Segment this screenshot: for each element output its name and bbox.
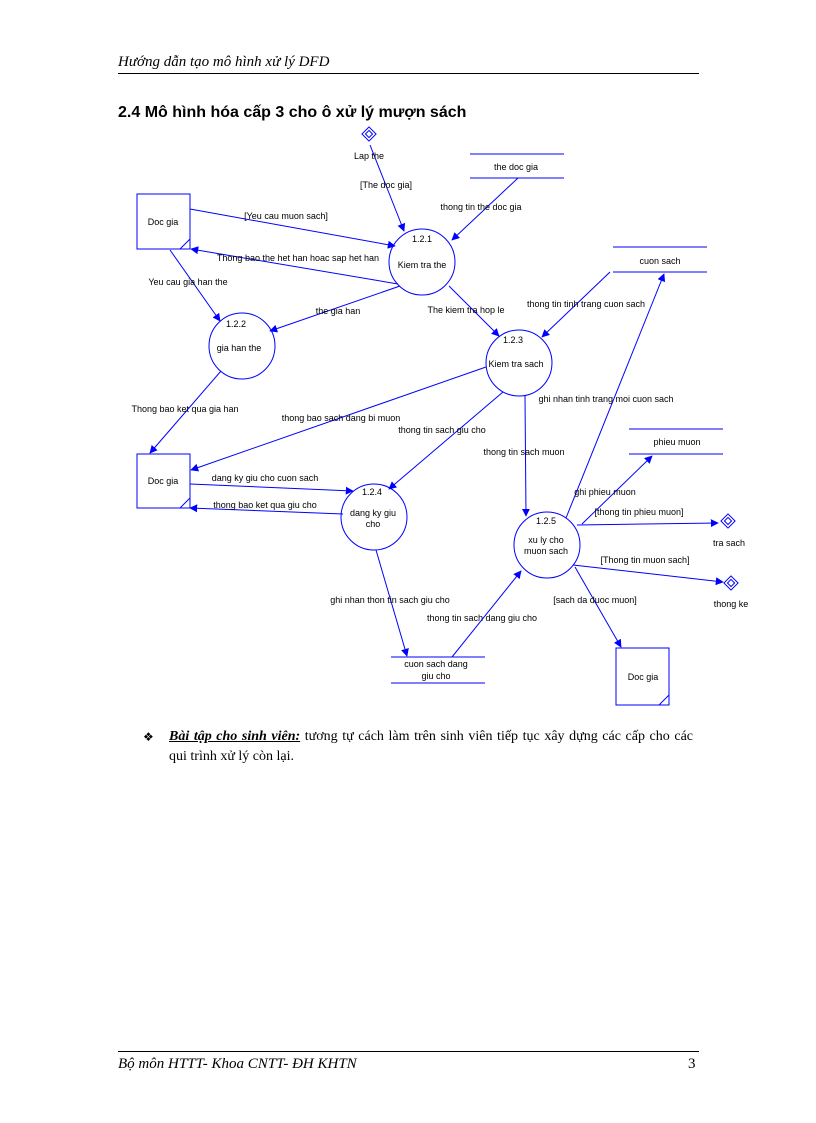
store-thedocgia-label: the doc gia (494, 162, 538, 172)
flow-sachdaduocmuon (574, 566, 622, 648)
entity-docgia-3 (615, 647, 670, 706)
flow-label-thedocgia: [The doc gia] (360, 180, 412, 190)
exercise-label: Bài tập cho sinh viên: (169, 729, 301, 744)
connector-thongke-icon (723, 575, 739, 591)
process-1-2-4 (340, 483, 408, 551)
flow-label-thongtinsachgiucho: thong tin sach giu cho (398, 425, 486, 435)
flow-thongbaosachdangbimuon (190, 366, 487, 472)
flow-yeucaumuonsach (189, 208, 396, 249)
flow-thegiahan (269, 285, 401, 333)
flow-thongtinsachdanggiucho (451, 570, 522, 658)
flow-thekiemtrahople (448, 285, 500, 337)
flow-label-thongtinphieumuon: [thong tin phieu muon] (594, 507, 683, 517)
store-cuonsachdanggiucho-label-line2: giu cho (421, 671, 450, 681)
process-1-2-4-name-line1: dang ky giu (350, 508, 396, 518)
flow-label-thongbaosachdangbimuon: thong bao sach dang bi muon (282, 413, 401, 423)
flow-label-dangkygiuchocuonsach: dang ky giu cho cuon sach (212, 473, 319, 483)
store-cuonsach-label: cuon sach (639, 256, 680, 266)
flow-thongtinsachmuon (521, 395, 530, 517)
flow-label-yeucaugiahanthe: Yeu cau gia han the (148, 277, 227, 287)
footer-rule (118, 1051, 699, 1052)
process-1-2-2-name: gia han the (217, 343, 262, 353)
flow-label-ghinhanthontinsachgiucho: ghi nhan thon tin sach giu cho (330, 595, 450, 605)
page-header-title: Hướng dẫn tạo mô hình xử lý DFD (118, 54, 330, 70)
store-phieumuon-label: phieu muon (653, 437, 700, 447)
entity-docgia-1-label: Doc gia (148, 217, 179, 227)
connector-trasach-label: tra sach (713, 538, 745, 548)
flow-yeucaugiahanthe (169, 249, 221, 322)
flow-label-ghiphieumuon: ghi phieu muon (574, 487, 636, 497)
entity-docgia-2 (136, 453, 191, 509)
process-1-2-5-id: 1.2.5 (536, 516, 556, 526)
flow-dangkygiuchocuonsach (189, 483, 354, 495)
flow-label-thongtinthedocgia: thong tin the doc gia (440, 202, 521, 212)
flow-label-sachdaduocmuon: [sach da duoc muon] (553, 595, 637, 605)
store-thedocgia (470, 153, 564, 179)
flow-label-thekiemtrahople: The kiem tra hop le (427, 305, 504, 315)
flow-label-yeucaumuonsach: [Yeu cau muon sach] (244, 211, 328, 221)
process-1-2-3 (485, 329, 553, 397)
process-1-2-4-name-line2: cho (366, 519, 381, 529)
connector-lapthe-icon (361, 126, 377, 142)
connector-lapthe-label: Lap the (354, 151, 384, 161)
flow-ghiphieumuon (581, 455, 653, 525)
exercise-body: Bài tập cho sinh viên: tương tự cách làm… (169, 727, 693, 767)
process-1-2-5-name-line1: xu ly cho (528, 535, 564, 545)
flow-ghinhantinhtrangmoicuonsach (565, 273, 666, 519)
exercise-paragraph: ❖ Bài tập cho sinh viên: tương tự cách l… (143, 727, 693, 767)
page-footer-text: Bộ môn HTTT- Khoa CNTT- ĐH KHTN (118, 1056, 357, 1072)
store-cuonsachdanggiucho-label-line1: cuon sach dang (404, 659, 468, 669)
flow-thongtinmuonsach (572, 564, 724, 586)
header-rule (118, 73, 699, 74)
flow-label-thongbaohethan: Thong bao the het han hoac sap het han (217, 253, 379, 263)
flow-label-thongtinsachmuon: thong tin sach muon (483, 447, 564, 457)
flow-label-thegiahan: the gia han (316, 306, 361, 316)
flow-thongtinsachgiucho (388, 391, 504, 490)
flow-thongtintinhtrangcuonsach (541, 271, 611, 338)
process-1-2-1-id: 1.2.1 (412, 234, 432, 244)
flow-thongbaoketquagiucho (189, 504, 344, 515)
flow-thongbaoketquagiahan (149, 370, 222, 454)
diamond-bullet-icon: ❖ (143, 730, 154, 744)
exercise-text: tương tự cách làm trên sinh viên tiếp tụ… (169, 729, 693, 764)
flow-label-ghinhantinhtrangmoicuonsach: ghi nhan tinh trang moi cuon sach (538, 394, 673, 404)
flow-thedocgia (369, 144, 406, 232)
section-title: 2.4 Mô hình hóa cấp 3 cho ô xử lý mượn s… (118, 104, 467, 121)
process-1-2-3-name: Kiem tra sach (488, 359, 543, 369)
process-1-2-1-name: Kiem tra the (398, 260, 447, 270)
process-1-2-5-name-line2: muon sach (524, 546, 568, 556)
store-cuonsach (613, 246, 707, 273)
flow-ghinhanthontinsachgiucho (375, 549, 409, 657)
flow-label-thongtinmuonsach: [Thong tin muon sach] (600, 555, 689, 565)
process-1-2-1 (388, 228, 456, 296)
connector-thongke-label: thong ke (714, 599, 749, 609)
flow-thongtinphieumuon (576, 519, 719, 528)
flow-label-thongtintinhtrangcuonsach: thong tin tinh trang cuon sach (527, 299, 645, 309)
process-1-2-2-id: 1.2.2 (226, 319, 246, 329)
flow-thongtinthedocgia (451, 177, 519, 241)
process-1-2-4-id: 1.2.4 (362, 487, 382, 497)
store-phieumuon (629, 428, 723, 455)
flow-thongbaohethan (190, 246, 399, 285)
flow-label-thongbaoketquagiahan: Thong bao ket qua gia han (131, 404, 238, 414)
entity-docgia-2-label: Doc gia (148, 476, 179, 486)
entity-docgia-3-label: Doc gia (628, 672, 659, 682)
flow-label-thongtinsachdanggiucho: thong tin sach dang giu cho (427, 613, 537, 623)
entity-docgia-1 (136, 193, 191, 250)
process-1-2-2 (208, 312, 276, 380)
flow-label-thongbaoketquagiucho: thong bao ket qua giu cho (213, 500, 317, 510)
connector-trasach-icon (720, 513, 736, 529)
process-1-2-5 (513, 511, 581, 579)
store-cuonsachdanggiucho (391, 656, 485, 684)
process-1-2-3-id: 1.2.3 (503, 335, 523, 345)
page-number: 3 (688, 1056, 696, 1072)
